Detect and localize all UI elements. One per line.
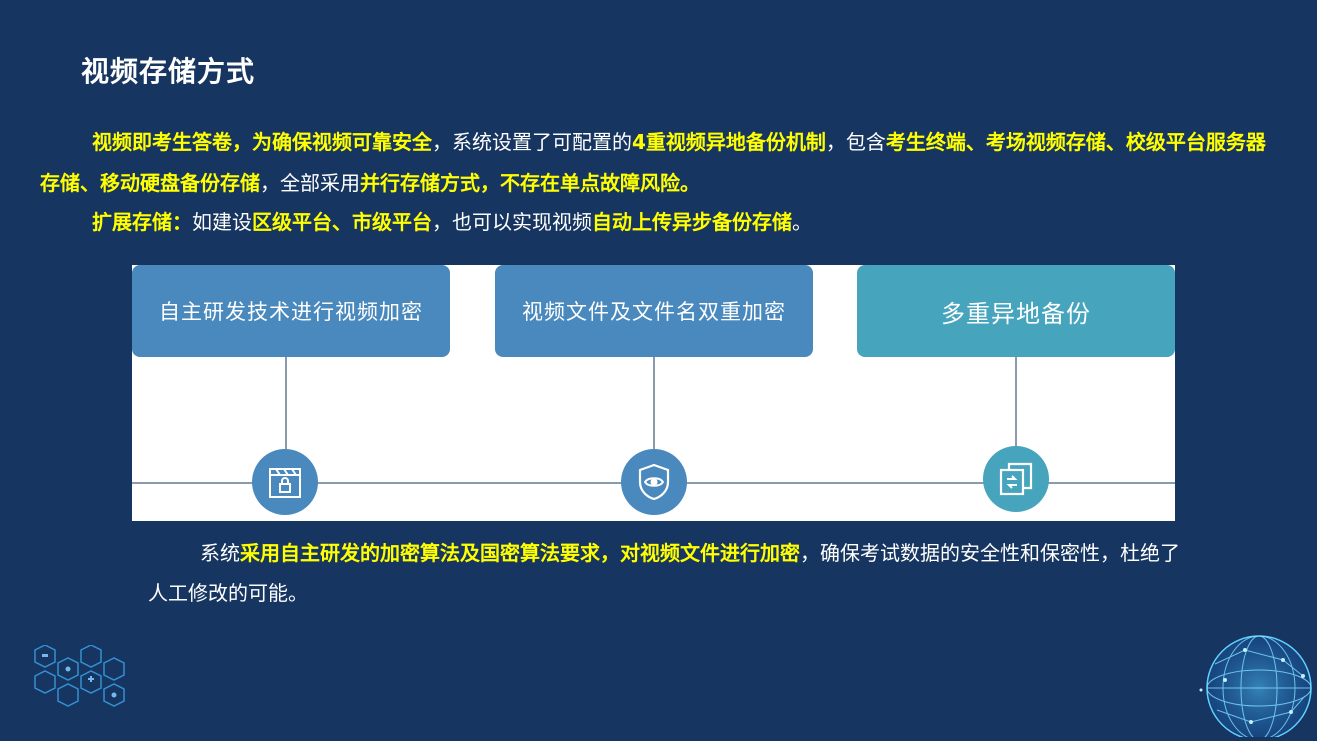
connector-2 (653, 357, 655, 449)
extension-text-3: 。 (792, 210, 812, 234)
encryption-highlight: 采用自主研发的加密算法及国密算法要求，对视频文件进行加密 (240, 541, 800, 565)
extension-highlight-2: 自动上传异步备份存储 (592, 210, 792, 234)
feature-box-encryption: 自主研发技术进行视频加密 (132, 265, 450, 357)
feature-box-backup: 多重异地备份 (857, 265, 1175, 357)
intro-paragraph: 视频即考生答卷，为确保视频可靠安全，系统设置了可配置的4重视频异地备份机制，包含… (40, 122, 1285, 204)
feature-box-double-encryption: 视频文件及文件名双重加密 (495, 265, 813, 357)
connector-1 (285, 357, 287, 449)
encryption-text-1: 系统 (200, 541, 240, 565)
page-title: 视频存储方式 (81, 55, 256, 88)
extension-highlight-1: 区级平台、市级平台 (252, 210, 432, 234)
clapper-lock-icon (252, 449, 318, 515)
feature-diagram: 自主研发技术进行视频加密 视频文件及文件名双重加密 多重异地备份 (132, 265, 1175, 521)
extension-paragraph: 扩展存储：如建设区级平台、市级平台，也可以实现视频自动上传异步备份存储。 (40, 202, 1285, 243)
intro-highlight-3: 考生终端、考场视频存储、校级平台服务器存储、移动硬盘备份存储 (40, 130, 1266, 195)
hexagon-medical-decoration (20, 644, 130, 724)
extension-label: 扩展存储： (92, 210, 192, 234)
intro-text-2: ，包含 (825, 130, 886, 154)
shield-eye-icon (621, 449, 687, 515)
intro-text-1: ，系统设置了可配置的 (432, 130, 632, 154)
intro-text-3: ，全部采用 (260, 171, 360, 195)
encryption-text-2: ，确保考试数据的安全性和保密性，杜绝了人工修改的可能。 (148, 541, 1180, 605)
sync-copy-icon (983, 446, 1049, 512)
globe-decoration (1195, 630, 1317, 741)
intro-highlight-1: 视频即考生答卷，为确保视频可靠安全 (92, 130, 432, 154)
intro-highlight-4: 并行存储方式，不存在单点故障风险。 (360, 171, 700, 195)
extension-text-2: ，也可以实现视频 (432, 210, 592, 234)
connector-3 (1015, 357, 1017, 446)
intro-highlight-2: 4重视频异地备份机制 (632, 130, 826, 154)
extension-text-1: 如建设 (192, 210, 252, 234)
encryption-paragraph: 系统采用自主研发的加密算法及国密算法要求，对视频文件进行加密，确保考试数据的安全… (148, 533, 1188, 613)
